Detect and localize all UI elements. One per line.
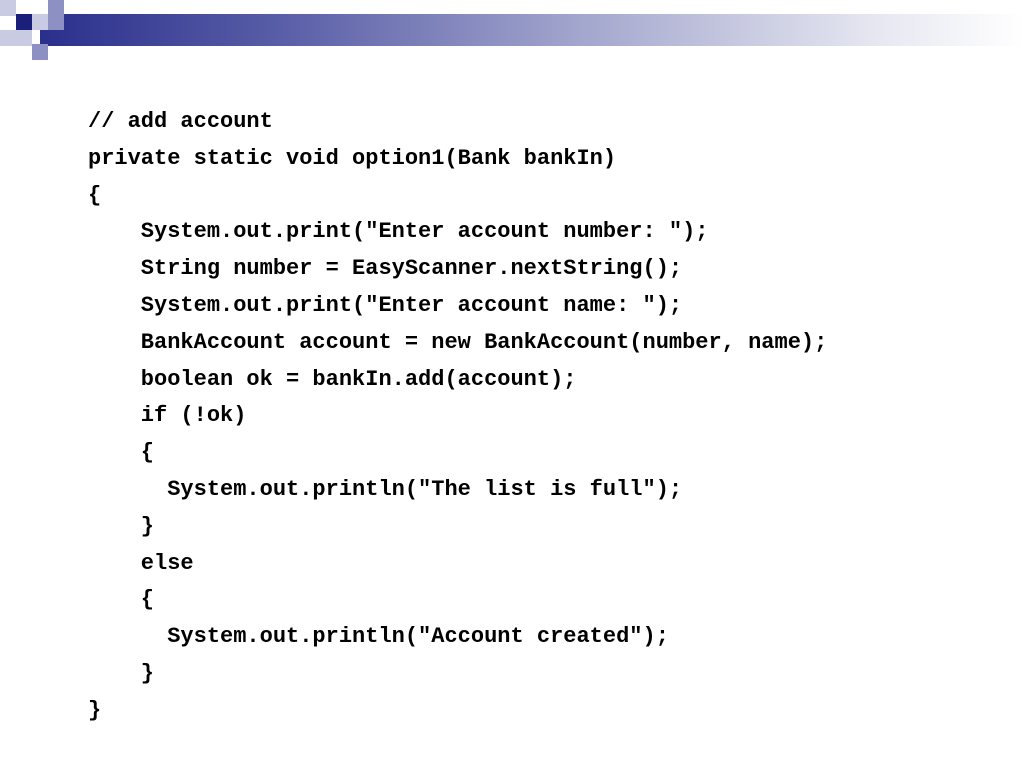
code-line: } (88, 513, 155, 539)
decor-square (48, 0, 64, 16)
decor-square (0, 0, 16, 16)
decor-square (0, 30, 16, 46)
decor-square (32, 44, 48, 60)
decor-square (48, 14, 64, 30)
decor-square (16, 30, 32, 46)
code-line: System.out.println("Account created"); (88, 624, 669, 650)
code-line: // add account (88, 109, 273, 134)
code-line: boolean ok = bankIn.add(account); (88, 366, 577, 392)
code-line: System.out.print("Enter account number: … (88, 219, 709, 245)
code-line: { (88, 440, 155, 466)
code-line: private static void option1(Bank bankIn) (88, 145, 617, 171)
decor-square (16, 14, 32, 30)
code-line: { (88, 182, 102, 208)
code-line: System.out.print("Enter account name: ")… (88, 292, 683, 318)
code-line: String number = EasyScanner.nextString()… (88, 256, 683, 282)
decor-square (32, 14, 48, 30)
decor-square (16, 0, 32, 16)
code-line: if (!ok) (88, 403, 247, 429)
code-block: // add account private static void optio… (88, 104, 988, 730)
code-line: else (88, 550, 194, 576)
code-line: } (88, 660, 155, 686)
code-line: System.out.println("The list is full"); (88, 476, 683, 502)
title-banner (40, 14, 1024, 46)
code-line: } (88, 697, 102, 723)
code-line: { (88, 587, 155, 613)
code-line: BankAccount account = new BankAccount(nu… (88, 329, 828, 355)
